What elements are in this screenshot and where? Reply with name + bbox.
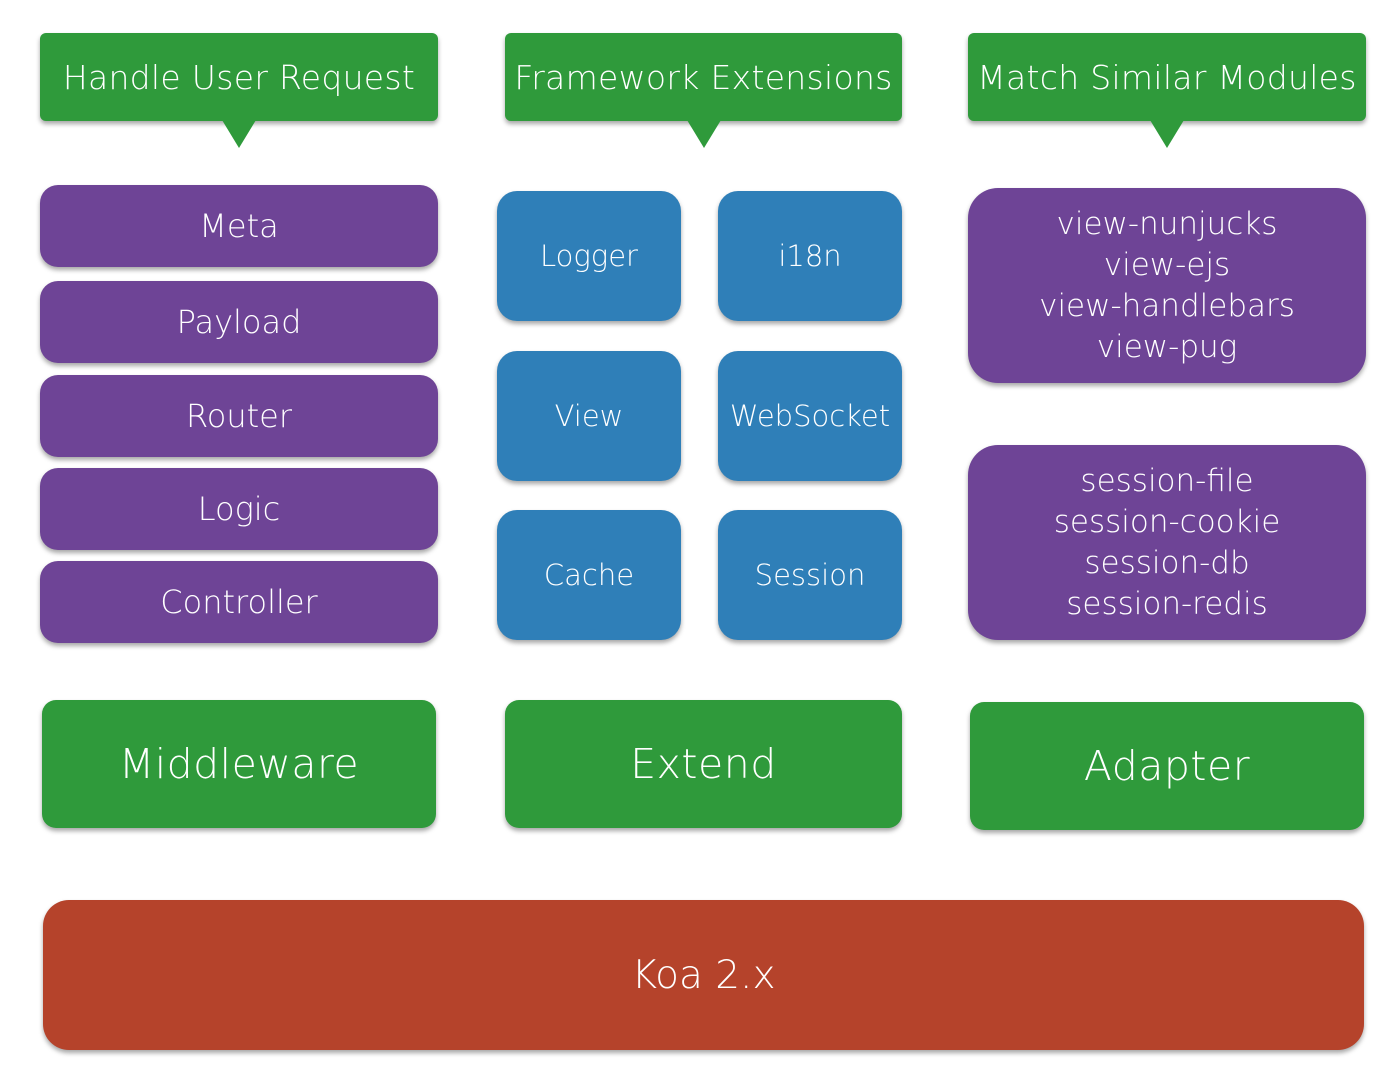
- adapter-module-label: view-pug: [1096, 328, 1238, 365]
- callout-label: Match Similar Modules: [977, 57, 1357, 97]
- callout-pointer: [222, 120, 256, 148]
- layer-label: Extend: [630, 740, 777, 788]
- layer-middleware: Middleware: [42, 700, 436, 828]
- adapter-module-label: view-handlebars: [1039, 287, 1295, 324]
- middleware-item-label: Logic: [197, 490, 281, 528]
- adapter-group-view: view-nunjucks view-ejs view-handlebars v…: [968, 188, 1366, 383]
- extend-item-logger: Logger: [497, 191, 681, 321]
- extend-item-session: Session: [718, 510, 902, 640]
- middleware-item-router: Router: [40, 375, 438, 457]
- extend-item-label: View: [554, 399, 624, 433]
- extend-item-label: WebSocket: [729, 399, 891, 433]
- layer-label: Adapter: [1083, 742, 1251, 790]
- callout-framework-extensions: Framework Extensions: [505, 33, 902, 148]
- extend-item-label: i18n: [778, 239, 842, 273]
- callout-handle-user-request: Handle User Request: [40, 33, 438, 148]
- middleware-item-meta: Meta: [40, 185, 438, 267]
- adapter-module-label: session-redis: [1066, 585, 1268, 622]
- adapter-module-label: view-ejs: [1103, 246, 1231, 283]
- middleware-item-label: Payload: [176, 303, 302, 341]
- extend-item-label: Logger: [540, 239, 638, 273]
- middleware-item-payload: Payload: [40, 281, 438, 363]
- adapter-module-label: session-file: [1080, 462, 1254, 499]
- callout-label: Framework Extensions: [514, 57, 893, 97]
- callout-pointer: [686, 120, 721, 148]
- extend-item-view: View: [497, 351, 681, 481]
- middleware-item-label: Meta: [199, 207, 279, 245]
- middleware-item-label: Controller: [160, 583, 318, 621]
- extend-item-label: Cache: [543, 558, 635, 592]
- middleware-item-label: Router: [185, 397, 293, 435]
- layer-adapter: Adapter: [970, 702, 1364, 830]
- middleware-item-controller: Controller: [40, 561, 438, 643]
- extend-item-i18n: i18n: [718, 191, 902, 321]
- callout-match-similar-modules: Match Similar Modules: [968, 33, 1366, 148]
- adapter-module-label: view-nunjucks: [1056, 205, 1278, 242]
- adapter-group-session: session-file session-cookie session-db s…: [968, 445, 1366, 640]
- extend-item-cache: Cache: [497, 510, 681, 640]
- adapter-module-label: session-db: [1084, 544, 1250, 581]
- adapter-module-label: session-cookie: [1053, 503, 1281, 540]
- middleware-item-logic: Logic: [40, 468, 438, 550]
- extend-item-label: Session: [754, 558, 866, 592]
- callout-label: Handle User Request: [62, 57, 416, 97]
- extend-item-websocket: WebSocket: [718, 351, 902, 481]
- base-label: Koa 2.x: [631, 952, 776, 998]
- base-koa: Koa 2.x: [43, 900, 1364, 1050]
- layer-extend: Extend: [505, 700, 902, 828]
- callout-pointer: [1150, 120, 1184, 148]
- layer-label: Middleware: [118, 740, 360, 788]
